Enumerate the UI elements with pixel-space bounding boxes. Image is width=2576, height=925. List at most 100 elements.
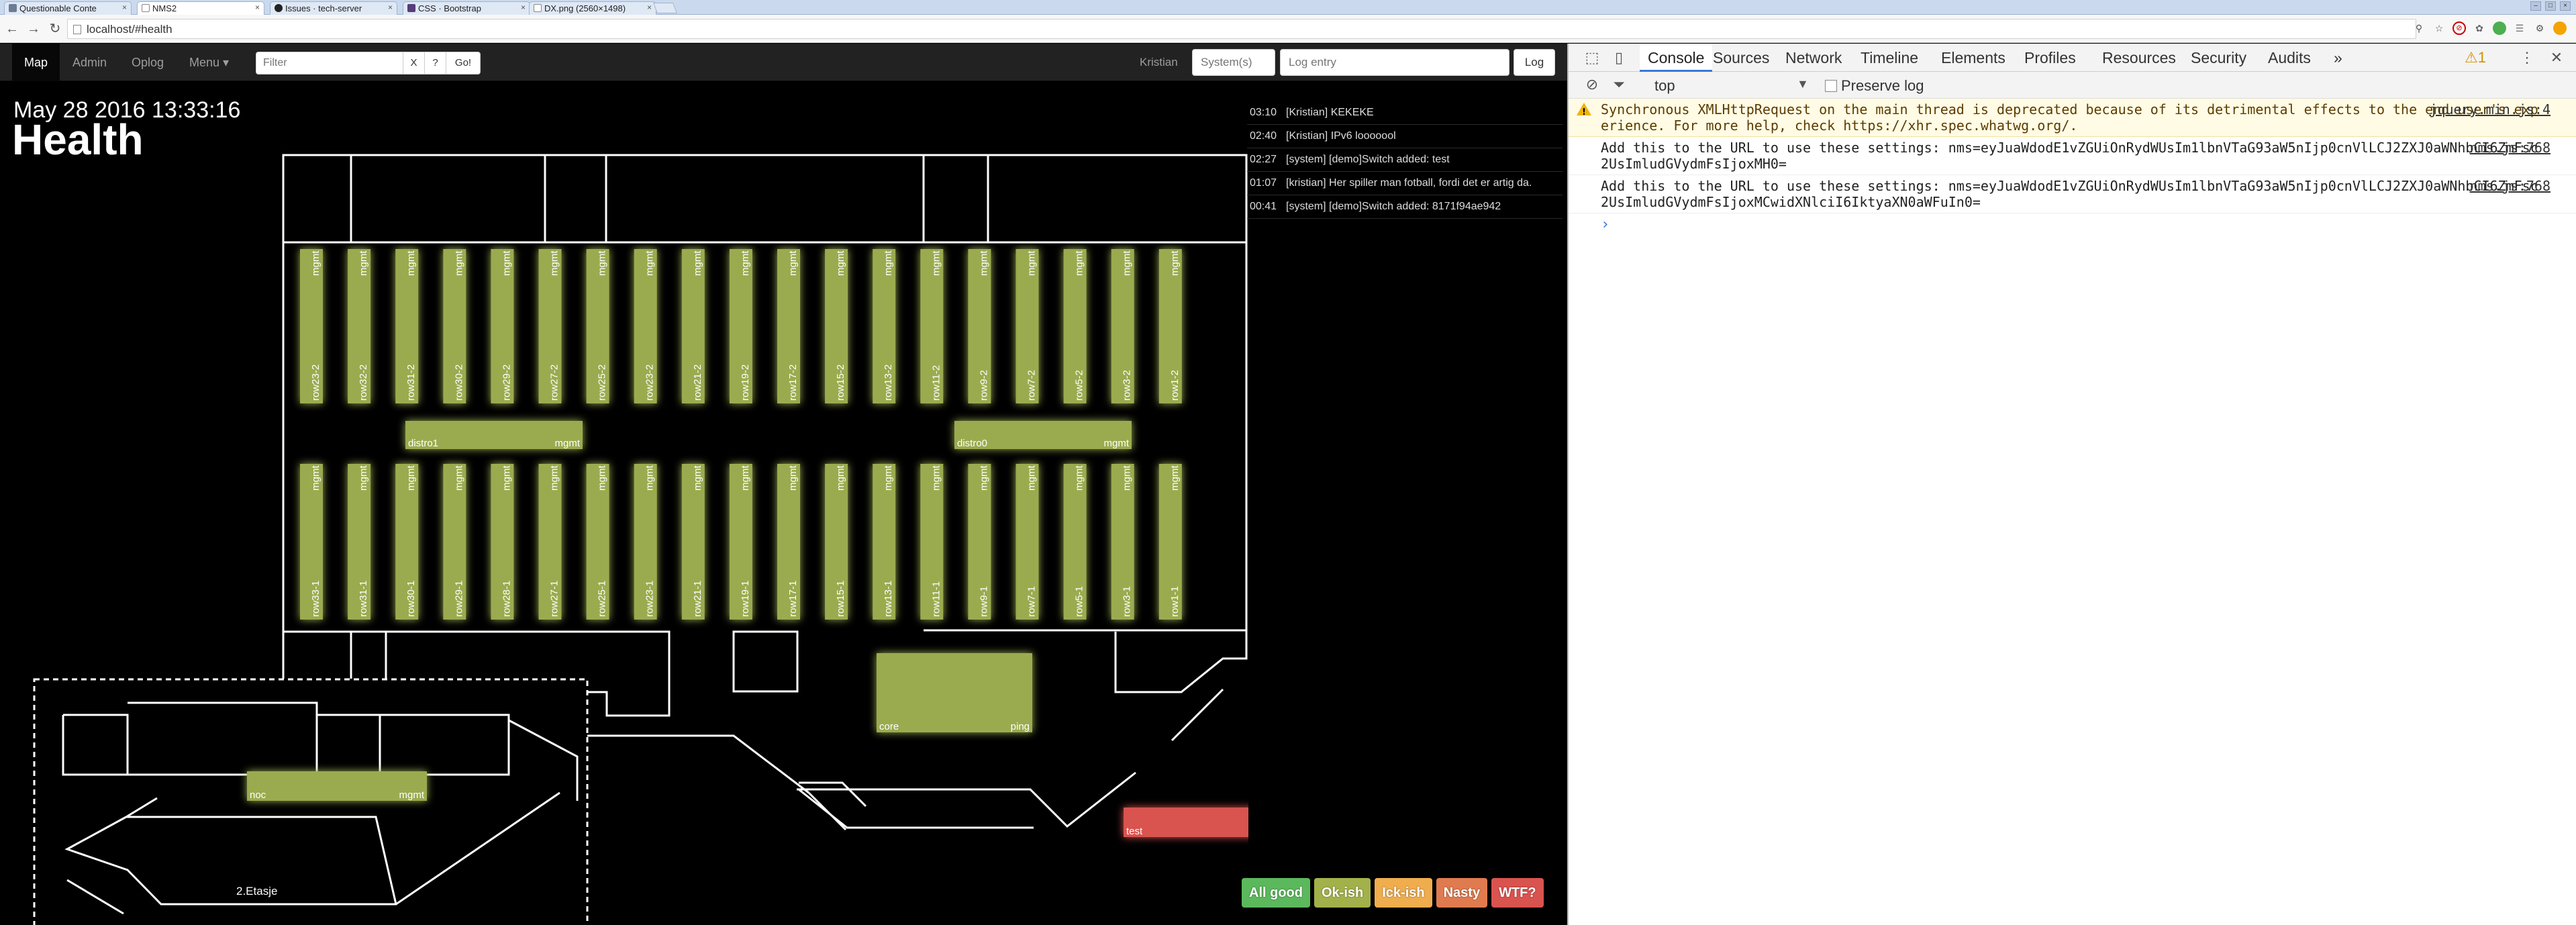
switch-box[interactable] bbox=[348, 249, 371, 403]
device-mode-icon[interactable]: ▯ bbox=[1614, 49, 1624, 66]
switch-test[interactable]: testmgmt bbox=[1124, 808, 1248, 837]
console-prompt[interactable]: › bbox=[1601, 216, 1610, 233]
switch-box[interactable] bbox=[968, 464, 991, 620]
source-link[interactable]: nms.js:768 bbox=[2469, 140, 2550, 156]
filter-icon[interactable]: ⏷ bbox=[1613, 76, 1625, 93]
switch-box[interactable] bbox=[777, 464, 800, 620]
browser-tab-active[interactable]: NMS2× bbox=[137, 1, 264, 15]
tab-resources[interactable]: Resources bbox=[2102, 49, 2176, 66]
switch-box[interactable] bbox=[1063, 464, 1087, 620]
inspect-icon[interactable]: ⬚ bbox=[1585, 49, 1599, 66]
browser-tab[interactable]: DX.png (2560×1498)× bbox=[529, 1, 656, 15]
tab-audits[interactable]: Audits bbox=[2268, 49, 2311, 66]
filter-go-button[interactable]: Go! bbox=[446, 52, 481, 75]
switch-box[interactable] bbox=[491, 464, 514, 620]
switch-box[interactable] bbox=[729, 249, 752, 403]
switch-box[interactable] bbox=[873, 464, 896, 620]
context-select[interactable]: top bbox=[1654, 77, 1675, 94]
legend-all-good-button[interactable]: All good bbox=[1242, 878, 1310, 908]
tab-network[interactable]: Network bbox=[1785, 49, 1842, 66]
extension-icon[interactable]: ⚙ bbox=[2535, 23, 2544, 34]
close-window-icon[interactable]: × bbox=[2560, 1, 2571, 11]
log-button[interactable]: Log bbox=[1514, 49, 1555, 76]
nav-oplog[interactable]: Oplog bbox=[132, 56, 164, 69]
tab-sources[interactable]: Sources bbox=[1713, 49, 1770, 66]
switch-box[interactable] bbox=[1015, 464, 1039, 620]
switch-box[interactable] bbox=[825, 249, 848, 403]
switch-box[interactable] bbox=[634, 249, 657, 403]
switch-box[interactable] bbox=[443, 464, 466, 620]
log-entry-input[interactable] bbox=[1280, 49, 1509, 76]
source-link[interactable]: nms.js:768 bbox=[2469, 178, 2550, 194]
switch-box[interactable] bbox=[681, 464, 705, 620]
legend-nasty-button[interactable]: Nasty bbox=[1436, 878, 1488, 908]
address-bar[interactable]: localhost/#health bbox=[67, 19, 2416, 39]
warning-counter[interactable]: ⚠1 bbox=[2465, 49, 2486, 66]
checkbox[interactable] bbox=[1825, 80, 1837, 92]
switch-box[interactable] bbox=[825, 464, 848, 620]
switch-box[interactable] bbox=[348, 464, 371, 620]
legend-ok-ish-button[interactable]: Ok-ish bbox=[1314, 878, 1371, 908]
close-icon[interactable]: × bbox=[646, 3, 652, 12]
switch-box[interactable] bbox=[538, 464, 562, 620]
switch-box[interactable] bbox=[586, 249, 609, 403]
switch-box[interactable] bbox=[443, 249, 466, 403]
chevron-down-icon[interactable]: ▼ bbox=[1797, 77, 1809, 91]
minimize-icon[interactable]: – bbox=[2530, 1, 2541, 11]
star-icon[interactable]: ☆ bbox=[2434, 23, 2444, 34]
forward-icon[interactable]: → bbox=[27, 21, 40, 36]
nav-admin[interactable]: Admin bbox=[72, 56, 107, 69]
kebab-menu-icon[interactable]: ⋮ bbox=[2520, 49, 2534, 66]
tab-timeline[interactable]: Timeline bbox=[1861, 49, 1919, 66]
switch-box[interactable] bbox=[873, 249, 896, 403]
tab-elements[interactable]: Elements bbox=[1941, 49, 2005, 66]
switch-box[interactable] bbox=[920, 249, 944, 403]
source-link[interactable]: jquery.min.js:4 bbox=[2429, 101, 2550, 117]
close-devtools-icon[interactable]: ✕ bbox=[2550, 49, 2563, 66]
switch-box[interactable] bbox=[681, 249, 705, 403]
switch-box[interactable] bbox=[877, 653, 1032, 732]
close-icon[interactable]: × bbox=[121, 3, 127, 12]
switch-box[interactable] bbox=[634, 464, 657, 620]
switch-box[interactable] bbox=[586, 464, 609, 620]
zoom-icon[interactable]: ⚲ bbox=[2415, 23, 2423, 34]
switch-box[interactable] bbox=[1111, 464, 1134, 620]
filter-help-button[interactable]: ? bbox=[424, 52, 446, 75]
tab-security[interactable]: Security bbox=[2191, 49, 2247, 66]
switch-box[interactable] bbox=[729, 464, 752, 620]
switch-box[interactable] bbox=[1158, 249, 1182, 403]
switch-box[interactable] bbox=[247, 771, 427, 801]
browser-tab[interactable]: Issues · tech-server× bbox=[270, 1, 397, 15]
new-tab-button[interactable] bbox=[653, 3, 677, 13]
adblock-icon[interactable]: ⊘ bbox=[2453, 21, 2466, 35]
user-icon[interactable] bbox=[2553, 21, 2567, 35]
switch-box[interactable] bbox=[1015, 249, 1039, 403]
